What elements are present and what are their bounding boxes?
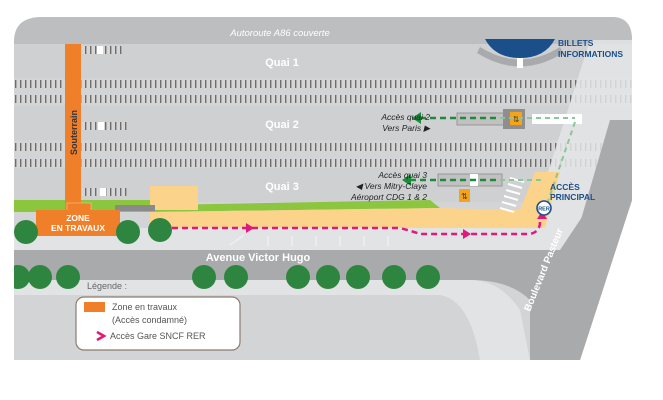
- sand-walkway: [150, 172, 560, 228]
- svg-text:⇅: ⇅: [513, 115, 520, 124]
- rail-track: [14, 80, 632, 88]
- access-quai3-label: Aéroport CDG 1 & 2: [350, 192, 427, 202]
- rail-track: [14, 95, 632, 103]
- access-quai2-label: Accès quai 2: [380, 112, 430, 122]
- legend-arrow-icon: [96, 330, 107, 342]
- rail-track: [14, 143, 632, 151]
- tree-icon: [192, 265, 216, 289]
- access-quai3-label: Accès quai 3: [377, 170, 427, 180]
- tree-icon: [382, 265, 406, 289]
- tree-icon: [346, 265, 370, 289]
- boulevard-road: [540, 120, 632, 360]
- ticket-office: [477, 39, 563, 68]
- tree-icon: [56, 265, 80, 289]
- tree-icon: [316, 265, 340, 289]
- platform-label: Quai 1: [265, 57, 299, 69]
- tree-icon: [148, 218, 172, 242]
- access-quai3-label: ◀ Vers Mitry-Claye: [356, 181, 428, 191]
- works-zone-label: EN TRAVAUX: [51, 223, 105, 233]
- legend-swatch-works: [84, 302, 105, 312]
- rer-badge: RER: [536, 200, 552, 216]
- legend-item-label: Zone en travaux: [112, 302, 178, 312]
- underpass: [65, 44, 81, 214]
- green-access-path-quai3: [402, 174, 545, 186]
- ticket-office-label: INFORMATIONS: [558, 49, 623, 59]
- trees: [14, 218, 440, 289]
- green-access-path-quai2: [412, 112, 576, 211]
- avenue-label: Avenue Victor Hugo: [206, 252, 311, 264]
- legend-item-label: (Accès condamné): [112, 315, 187, 325]
- highway-label: Autoroute A86 couverte: [229, 28, 329, 39]
- legend: Zone en travaux (Accès condamné) Accès G…: [75, 296, 241, 351]
- tree-icon: [116, 220, 140, 244]
- underpass-label: Souterrain: [69, 110, 79, 155]
- ticket-office-label: BILLETS: [558, 38, 594, 48]
- tree-icon: [224, 265, 248, 289]
- tree-icon: [28, 265, 52, 289]
- platform-label: Quai 3: [265, 181, 299, 193]
- rail-track: [14, 159, 632, 167]
- legend-title: Légende :: [87, 281, 127, 291]
- parking-marks: [229, 234, 389, 246]
- sand-block: [150, 186, 198, 210]
- svg-text:RER: RER: [538, 207, 550, 213]
- access-quai2-label: Vers Paris ▶: [382, 123, 431, 133]
- main-access-label: PRINCIPAL: [550, 192, 595, 202]
- tree-icon: [286, 265, 310, 289]
- tree-icon: [14, 265, 30, 289]
- platform-label: Quai 2: [265, 119, 299, 131]
- main-access-label: ACCÈS: [550, 182, 580, 192]
- legend-item-label: Accès Gare SNCF RER: [110, 331, 206, 341]
- works-zone-label: ZONE: [66, 213, 90, 223]
- tree-icon: [14, 220, 38, 244]
- tree-icon: [416, 265, 440, 289]
- elevator-icon: ⇅: [510, 112, 522, 125]
- works-zone: [36, 202, 120, 236]
- elevator-icon: ⇅: [459, 189, 470, 202]
- svg-text:⇅: ⇅: [461, 192, 468, 201]
